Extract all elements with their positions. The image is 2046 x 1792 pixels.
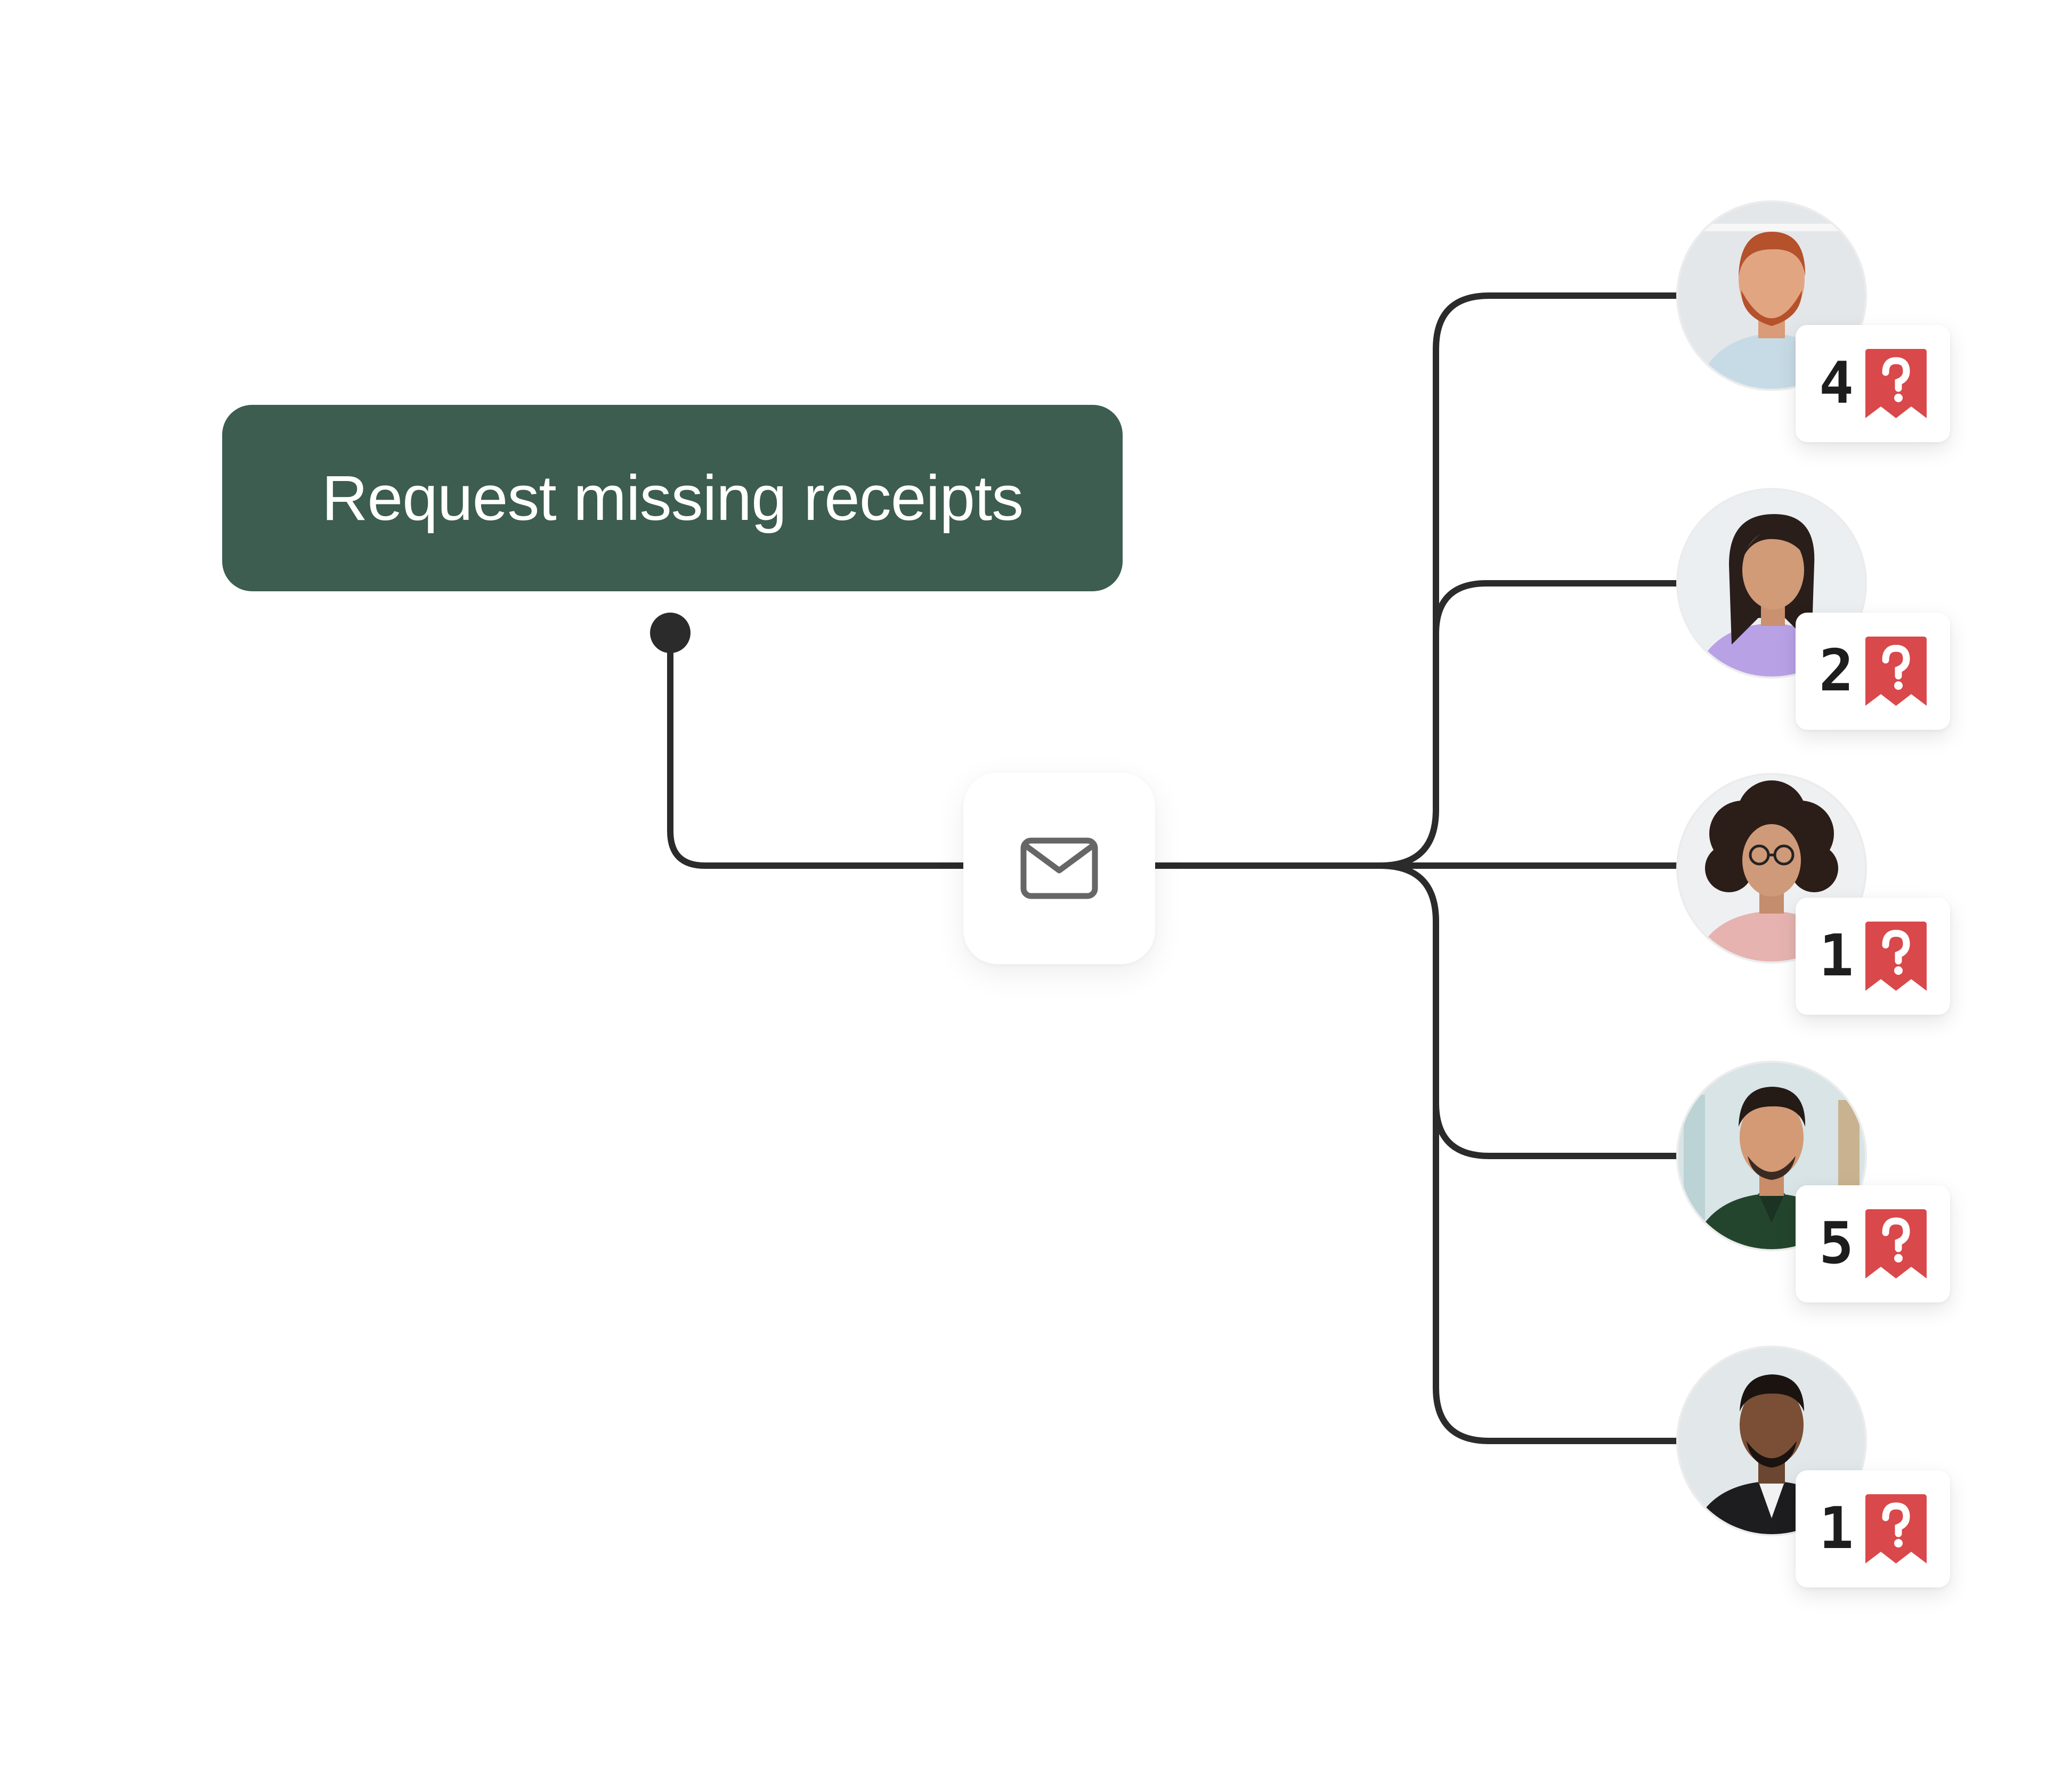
missing-receipts-badge: 5	[1796, 1185, 1950, 1302]
recipient-2[interactable]: 2	[1678, 490, 1955, 735]
recipient-4[interactable]: 5	[1678, 1063, 1955, 1308]
mail-channel-node	[963, 772, 1155, 964]
missing-receipts-badge: 4	[1796, 325, 1950, 442]
missing-receipts-badge: 1	[1796, 1470, 1950, 1587]
recipient-5[interactable]: 1	[1678, 1348, 1955, 1593]
connector-branch-recipient-1	[1379, 292, 1678, 869]
missing-receipts-badge: 2	[1796, 613, 1950, 730]
missing-receipt-icon	[1865, 922, 1927, 991]
missing-receipts-badge: 1	[1796, 898, 1950, 1015]
missing-receipts-count: 2	[1818, 638, 1854, 704]
missing-receipts-count: 5	[1818, 1210, 1854, 1277]
missing-receipts-count: 1	[1818, 923, 1854, 989]
recipient-3[interactable]: 1	[1678, 775, 1955, 1020]
missing-receipt-icon	[1865, 349, 1927, 418]
request-missing-receipts-label: Request missing receipts	[321, 462, 1024, 534]
missing-receipts-count: 4	[1818, 350, 1854, 417]
recipient-1[interactable]: 4	[1678, 202, 1955, 447]
missing-receipts-count: 1	[1818, 1495, 1854, 1562]
request-missing-receipts-button[interactable]: Request missing receipts	[222, 405, 1123, 591]
missing-receipt-icon	[1865, 1494, 1927, 1563]
connector-branch-recipient-2	[1433, 580, 1678, 634]
connector-action-to-mail	[667, 633, 963, 869]
connector-branch-recipient-5	[1433, 1103, 1678, 1444]
missing-receipt-icon	[1865, 1209, 1927, 1278]
missing-receipt-icon	[1865, 637, 1927, 706]
connector-branch-recipient-4	[1379, 862, 1678, 1159]
mail-icon	[1020, 837, 1098, 899]
